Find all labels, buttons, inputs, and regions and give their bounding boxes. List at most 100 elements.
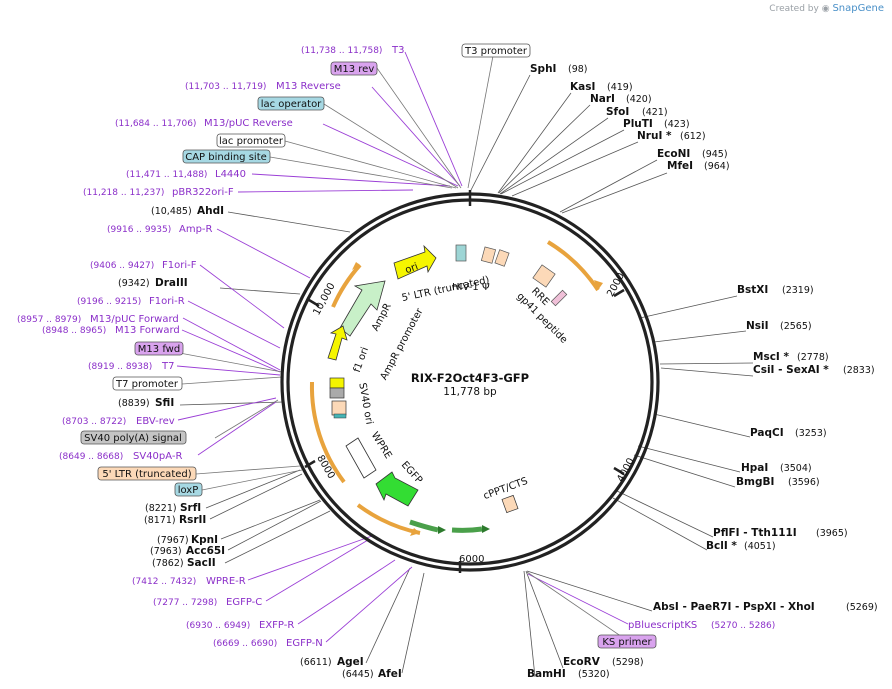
site-csii-sexai: CsiI - SexAI * — [753, 364, 829, 376]
hiv-psi-box — [480, 246, 497, 264]
site-bcli-pos: (4051) — [744, 541, 776, 552]
site-sfii: SfiI — [155, 397, 174, 409]
primer-pbr322ori-f: pBR322ori-F — [172, 187, 234, 198]
feature-leader-lines — [157, 55, 629, 642]
site-msci-pos: (2778) — [797, 352, 829, 363]
box-cap-binding-site: CAP binding site — [185, 152, 267, 163]
primer-leader-lines — [176, 51, 629, 643]
site-bcli: BclI * — [706, 540, 737, 552]
site-sphi-pos: (98) — [568, 64, 588, 75]
site-ahdi-pos: (10,485) — [151, 206, 192, 217]
site-kpni-pos: (7967) — [157, 535, 189, 546]
egfp-arrow: EGFP — [375, 460, 424, 507]
box-sv40-polya: SV40 poly(A) signal — [84, 433, 182, 444]
primer-egfp-n-pos: (6669 .. 6690) — [213, 639, 277, 649]
box-m13-fwd: M13 fwd — [138, 344, 180, 355]
primer-t7: T7 — [161, 361, 174, 372]
orange-arrowheads — [352, 262, 603, 536]
box-t7-promoter: T7 promoter — [115, 379, 179, 390]
egfp-tail-1 — [409, 519, 439, 533]
wpre-box: WPRE — [345, 430, 394, 479]
snapgene-logo-icon: ◉ — [821, 4, 830, 14]
primer-f1ori-f: F1ori-F — [162, 260, 197, 271]
primer-m13-forward: M13 Forward — [115, 325, 180, 336]
primer-egfp-n: EGFP-N — [286, 638, 323, 649]
site-mfei: MfeI — [667, 160, 693, 172]
hiv-psi-box-2 — [494, 249, 510, 267]
watermark-prefix: Created by — [769, 4, 819, 14]
site-sacii-pos: (7862) — [152, 558, 184, 569]
site-nrui-pos: (612) — [680, 131, 706, 142]
site-ecorv: EcoRV — [563, 656, 601, 668]
site-sphi: SphI — [530, 63, 556, 75]
site-xhoi-group-pos: (5269) — [846, 602, 878, 613]
site-pluti: PluTI — [623, 118, 653, 130]
egfp-tail-arrowhead-2 — [482, 525, 490, 533]
primer-t3-pos: (11,738 .. 11,758) — [301, 46, 382, 56]
site-nari-pos: (420) — [626, 94, 652, 105]
hiv-psi-label: HIV-1 Ψ — [452, 282, 490, 293]
egfp-tail-arrowhead-1 — [438, 526, 446, 534]
site-xhoi-group: AbsI - PaeR7I - PspXI - XhoI — [653, 601, 815, 613]
primer-m13-reverse-pos: (11,703 .. 11,719) — [185, 82, 266, 92]
primer-m13-forward-pos: (8948 .. 8965) — [42, 326, 106, 336]
site-afei: AfeI — [378, 668, 402, 680]
ltr-small-box — [455, 244, 467, 262]
primer-pbluescriptks: pBluescriptKS — [628, 620, 697, 631]
boxed-labels: T3 promoter M13 rev lac operator lac pro… — [80, 43, 657, 649]
site-agei-pos: (6611) — [300, 657, 332, 668]
site-acc65i-pos: (7963) — [150, 546, 182, 557]
cppt-box — [501, 494, 519, 514]
sites-left: (10,485) AhdI (9342) DraIII (8839) SfiI … — [118, 205, 402, 680]
site-acc65i: Acc65I — [186, 545, 225, 557]
site-kasi-pos: (419) — [607, 82, 633, 93]
site-srfi: SrfI — [180, 502, 201, 514]
site-bmgbi: BmgBI — [736, 476, 774, 488]
sites-right: SphI (98) KasI (419) NarI (420) SfoI (42… — [527, 63, 878, 680]
sv40-yellow-box — [329, 377, 345, 389]
orange-arc-features — [309, 240, 600, 535]
site-csii-sexai-pos: (2833) — [843, 365, 875, 376]
site-bamhi: BamHI — [527, 668, 566, 680]
primer-m13-reverse: M13 Reverse — [276, 81, 341, 92]
site-bstxi-pos: (2319) — [782, 285, 814, 296]
tick-label-6000: 6000 — [459, 554, 484, 565]
site-econi-pos: (945) — [702, 149, 728, 160]
sv40-gray-box — [329, 387, 345, 399]
site-draiii: DraIII — [155, 277, 188, 289]
snapgene-watermark: Created by ◉ SnapGene — [769, 3, 884, 14]
site-ecorv-pos: (5298) — [612, 657, 644, 668]
plasmid-name: RIX-F2Oct4F3-GFP — [411, 371, 529, 385]
plasmid-length: 11,778 bp — [443, 386, 497, 398]
site-nsii-pos: (2565) — [780, 321, 812, 332]
egfp-tail-2 — [451, 526, 483, 533]
site-pflfi-tth111i-pos: (3965) — [816, 528, 848, 539]
box-lac-operator: lac operator — [261, 99, 322, 110]
box-lac-promoter: lac promoter — [219, 136, 284, 147]
primer-ebv-rev: EBV-rev — [136, 416, 175, 427]
primer-m13-puc-forward: M13/pUC Forward — [90, 314, 179, 325]
site-draiii-pos: (9342) — [118, 278, 150, 289]
site-agei: AgeI — [337, 656, 364, 668]
primer-f1ori-r: F1ori-R — [149, 296, 185, 307]
site-nari: NarI — [590, 93, 615, 105]
primer-wpre-r: WPRE-R — [206, 576, 246, 587]
site-bmgbi-pos: (3596) — [788, 477, 820, 488]
primer-amp-r: Amp-R — [179, 224, 213, 235]
primer-t7-pos: (8919 .. 8938) — [88, 362, 152, 372]
site-sfii-pos: (8839) — [118, 398, 150, 409]
box-t3-promoter: T3 promoter — [464, 46, 528, 57]
site-sacii: SacII — [187, 557, 216, 569]
site-econi: EcoNI — [657, 148, 690, 160]
site-rsrii: RsrII — [179, 514, 206, 526]
primer-m13-puc-forward-pos: (8957 .. 8979) — [17, 315, 81, 325]
box-5-ltr: 5' LTR (truncated) — [102, 469, 191, 480]
primer-l4440: L4440 — [215, 169, 246, 180]
box-m13-rev: M13 rev — [334, 64, 375, 75]
primer-wpre-r-pos: (7412 .. 7432) — [132, 577, 196, 587]
site-bamhi-pos: (5320) — [578, 669, 610, 680]
site-hpai-pos: (3504) — [780, 463, 812, 474]
ori-arrow: ori — [393, 244, 437, 280]
site-kasi: KasI — [570, 81, 595, 93]
